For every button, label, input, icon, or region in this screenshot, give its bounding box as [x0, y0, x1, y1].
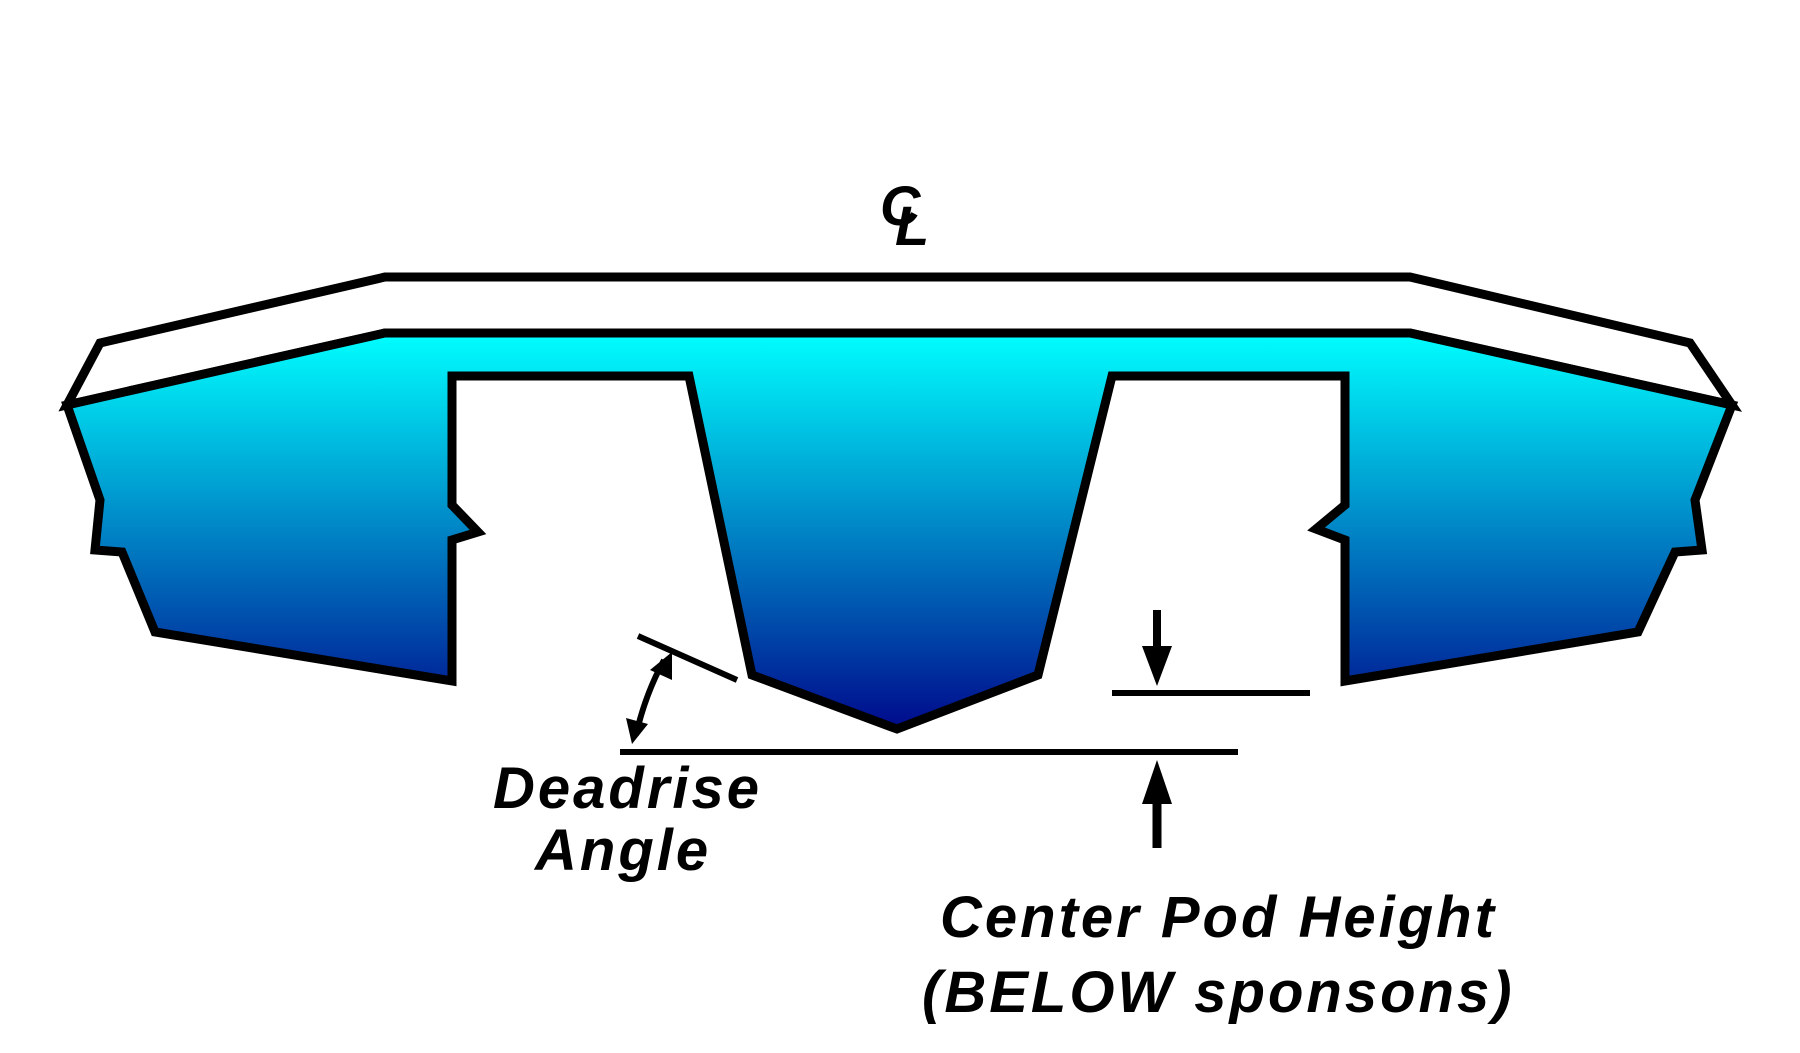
- center-pod-label-line1: Center Pod Height: [940, 885, 1497, 950]
- centerline-symbol: C L: [880, 174, 929, 257]
- deadrise-arrowhead-top: [650, 652, 672, 680]
- centerline-letter-l: L: [895, 194, 929, 257]
- center-pod-height-indicator: [1112, 610, 1310, 848]
- deadrise-angle-indicator: [620, 633, 1238, 755]
- hull-body: [61, 328, 1739, 734]
- pod-height-bottom-arrowhead: [1142, 760, 1172, 804]
- deadrise-angle-line: [636, 633, 739, 683]
- deadrise-label-line1: Deadrise: [493, 756, 762, 821]
- deadrise-label-line2: Angle: [533, 818, 711, 883]
- centerline-letter-c: C: [880, 174, 922, 237]
- pod-height-top-arrowhead: [1142, 646, 1172, 686]
- deadrise-arrowhead-bottom: [626, 718, 648, 744]
- center-pod-label-line2: (BELOW sponsons): [922, 960, 1515, 1025]
